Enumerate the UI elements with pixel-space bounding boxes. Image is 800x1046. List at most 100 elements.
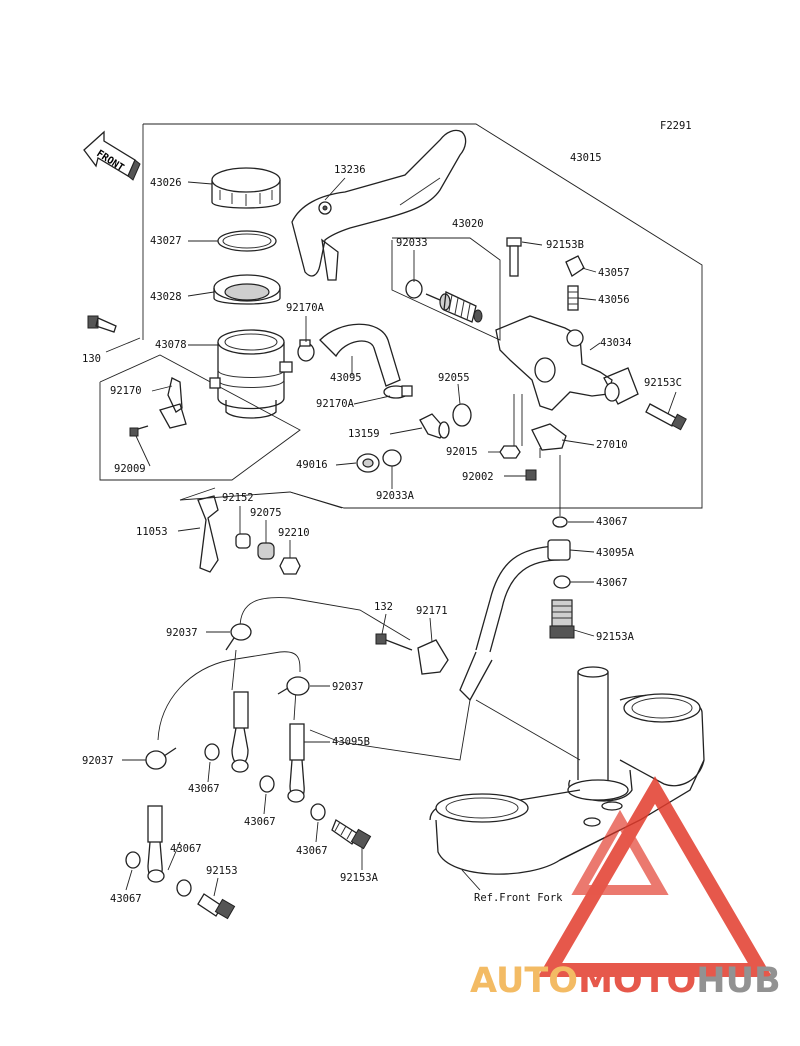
reservoir-cap <box>211 167 281 209</box>
damper-92075 <box>257 542 275 560</box>
circlip-92033a <box>382 449 402 467</box>
label-49016: 49016 <box>296 459 328 471</box>
label-13236: 13236 <box>334 164 366 176</box>
washer-43067-mid <box>553 575 571 589</box>
label-43020: 43020 <box>452 218 484 230</box>
clamp-bolt <box>645 403 687 431</box>
label-92002: 92002 <box>462 471 494 483</box>
front-fork-clamp <box>429 666 705 875</box>
bolt-132 <box>375 633 413 651</box>
watermark-auto: AUTO <box>470 961 578 1001</box>
washer-43067-3 <box>310 803 326 821</box>
label-92153a-lower: 92153A <box>340 872 379 884</box>
brake-hose-upper <box>459 539 571 702</box>
washer-43067-1 <box>204 743 220 761</box>
label-92170: 92170 <box>110 385 142 397</box>
label-92171: 92171 <box>416 605 448 617</box>
circlip-92033 <box>405 279 423 299</box>
watermark-text: AUTOMOTOHUB <box>470 961 781 1001</box>
reservoir-bracket <box>159 377 187 429</box>
label-43026: 43026 <box>150 177 182 189</box>
label-92210: 92210 <box>278 527 310 539</box>
hose-bracket <box>197 495 219 573</box>
washer-43067-4 <box>125 851 141 869</box>
label-43057: 43057 <box>598 267 630 279</box>
label-92037-b: 92037 <box>332 681 364 693</box>
label-43067-d: 43067 <box>244 816 276 828</box>
collar-92152 <box>235 533 251 549</box>
bleeder-valve <box>567 285 579 311</box>
watermark-logo: AUTOMOTOHUB <box>470 776 781 1001</box>
label-43095b: 43095B <box>332 736 370 748</box>
piston-spring-kit <box>425 291 483 323</box>
label-13159: 13159 <box>348 428 380 440</box>
grommet <box>356 453 380 473</box>
banjo-fitting-3 <box>145 747 177 770</box>
washer-43067-2 <box>259 775 275 793</box>
label-92153c: 92153C <box>644 377 682 389</box>
brake-switch <box>531 423 567 458</box>
nut-92210 <box>279 557 301 575</box>
label-92015: 92015 <box>446 446 478 458</box>
banjo-bolt-92153a <box>331 819 372 850</box>
hose-clamp-92171 <box>417 639 449 675</box>
label-43095a: 43095A <box>596 547 635 559</box>
label-92075: 92075 <box>250 507 282 519</box>
reservoir-tank <box>209 329 293 419</box>
hose-segment-b <box>287 723 305 803</box>
label-92033a: 92033A <box>376 490 415 502</box>
bleeder-cap <box>565 255 585 277</box>
label-43028: 43028 <box>150 291 182 303</box>
label-43078: 43078 <box>155 339 187 351</box>
banjo-fitting-1 <box>225 623 252 651</box>
label-43067-g: 43067 <box>110 893 142 905</box>
screw-92002 <box>525 469 537 481</box>
label-92153a: 92153A <box>596 631 635 643</box>
label-43027: 43027 <box>150 235 182 247</box>
label-43056: 43056 <box>598 294 630 306</box>
ref-front-fork-label: Ref.Front Fork <box>474 892 563 904</box>
banjo-fitting-2 <box>277 676 310 696</box>
screw-92009 <box>129 425 149 437</box>
banjo-bolt-upper <box>549 599 575 639</box>
label-43067-c: 43067 <box>188 783 220 795</box>
label-43034: 43034 <box>600 337 632 349</box>
hose-segment-a <box>231 691 249 773</box>
reservoir-hose <box>319 323 401 387</box>
hose-segment-c <box>147 805 165 883</box>
banjo-bolt-92153 <box>197 893 236 920</box>
label-92153: 92153 <box>206 865 238 877</box>
front-arrow-icon: FRONT <box>83 130 141 181</box>
watermark-moto: MOTO <box>578 961 696 1001</box>
label-92152: 92152 <box>222 492 254 504</box>
label-92037-a: 92037 <box>166 627 198 639</box>
label-27010: 27010 <box>596 439 628 451</box>
hose-clamp-lower <box>383 385 413 399</box>
master-cylinder-body <box>495 315 639 411</box>
label-43067-a: 43067 <box>596 516 628 528</box>
label-43067-e: 43067 <box>296 845 328 857</box>
hose-fitting <box>419 413 450 439</box>
label-92055: 92055 <box>438 372 470 384</box>
washer-43067-5 <box>176 879 192 897</box>
brake-lever <box>291 129 467 281</box>
pivot-bolt <box>506 237 522 277</box>
label-92037-c: 92037 <box>82 755 114 767</box>
label-130: 130 <box>82 353 101 365</box>
label-92153b: 92153B <box>546 239 584 251</box>
nut-92015 <box>499 445 521 459</box>
label-92170a: 92170A <box>286 302 325 314</box>
label-43095: 43095 <box>330 372 362 384</box>
label-43015: 43015 <box>570 152 602 164</box>
label-92009: 92009 <box>114 463 146 475</box>
label-92170a-lower: 92170A <box>316 398 355 410</box>
o-ring <box>452 403 472 427</box>
diagram-code: F2291 <box>660 120 692 132</box>
washer-43067-top <box>552 516 568 528</box>
label-11053: 11053 <box>136 526 168 538</box>
label-43067-b: 43067 <box>596 577 628 589</box>
bolt-130 <box>87 315 117 333</box>
label-132: 132 <box>374 601 393 613</box>
diaphragm <box>213 274 281 305</box>
